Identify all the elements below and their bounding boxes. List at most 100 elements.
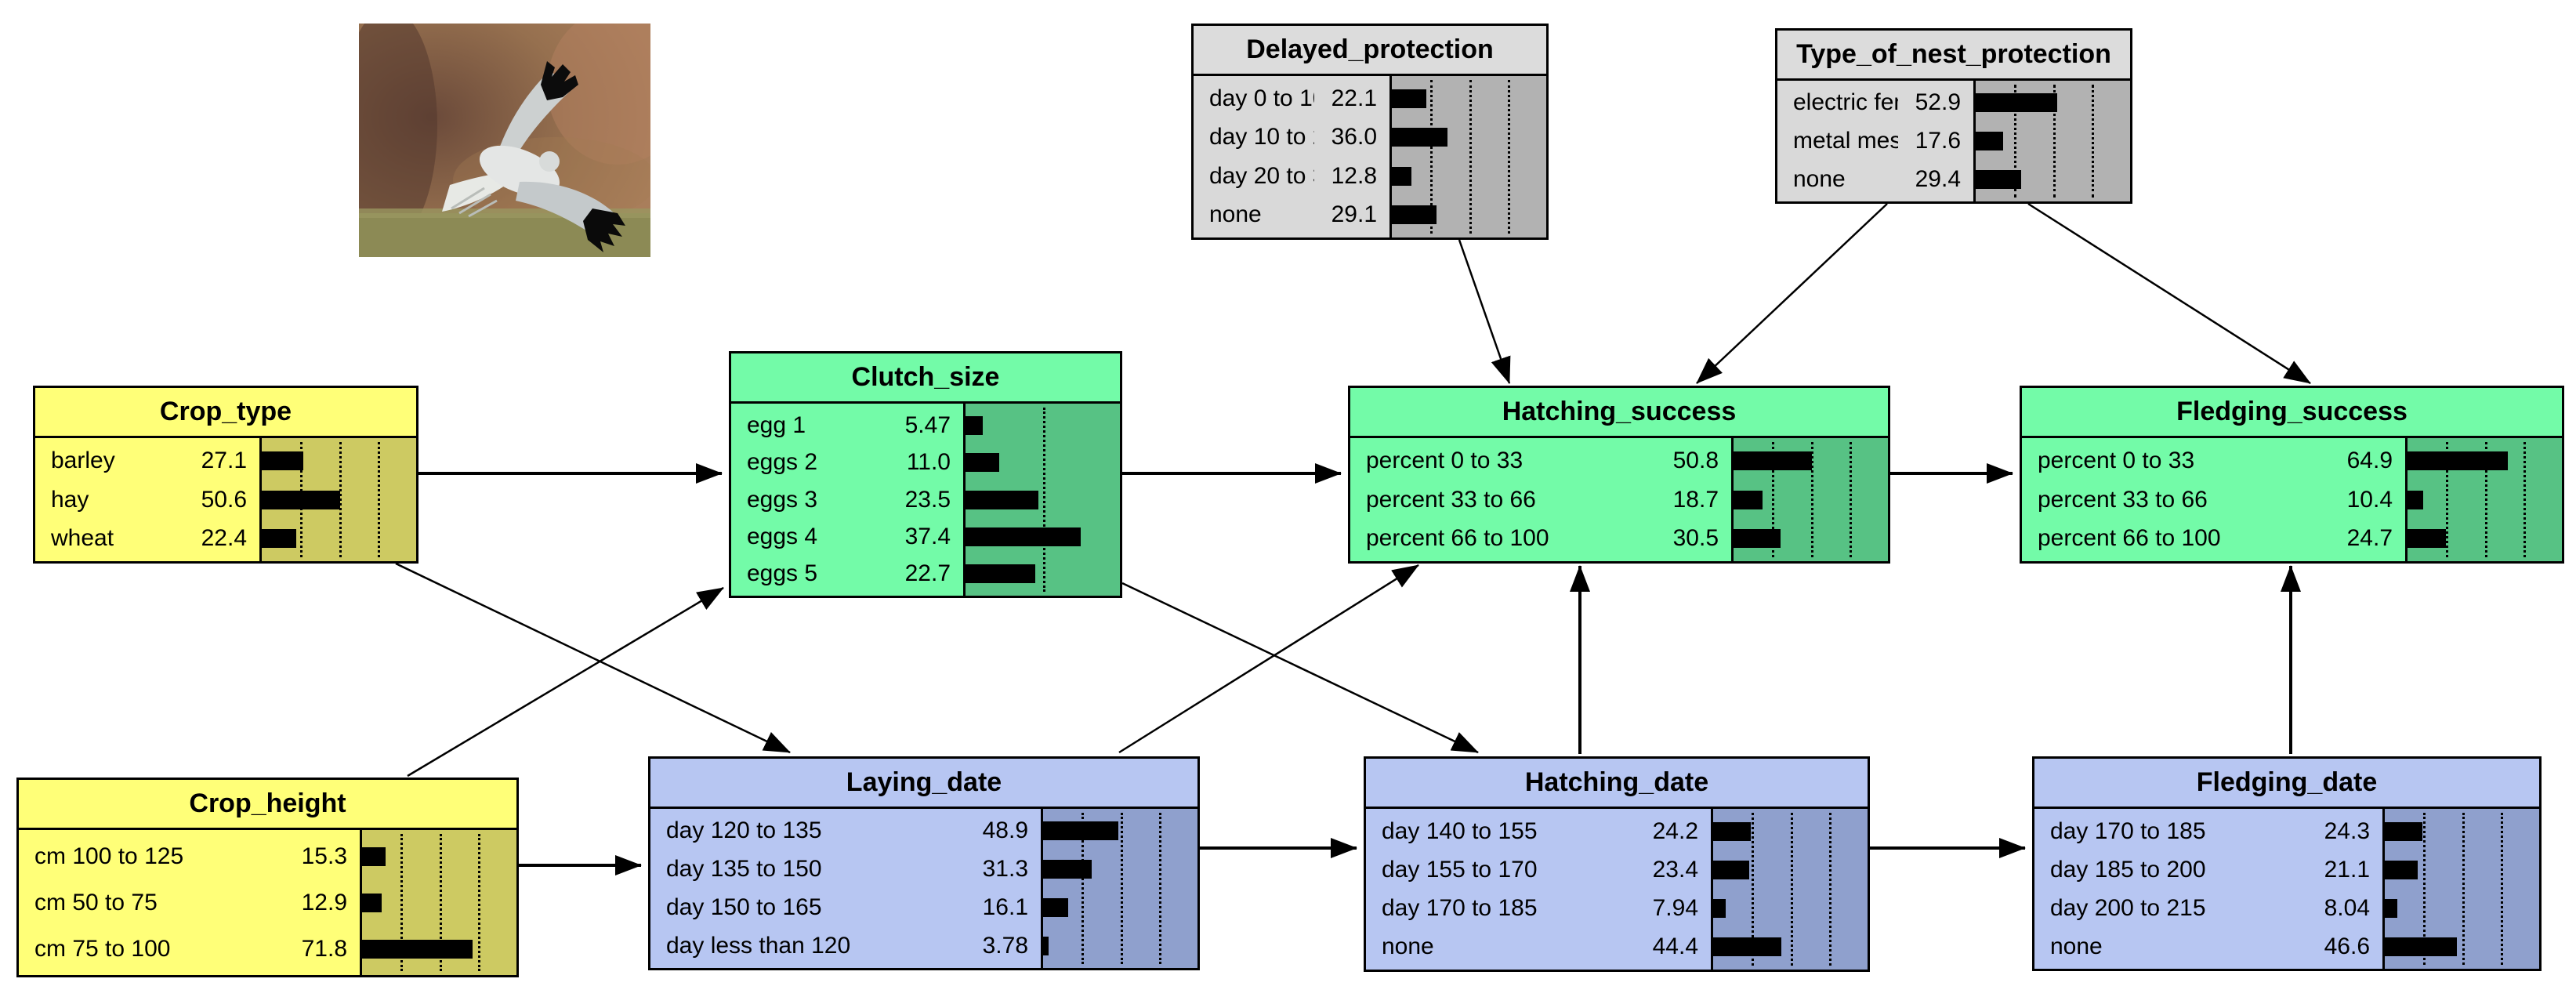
probability-bar[interactable]	[966, 453, 1000, 473]
probability-bar[interactable]	[2408, 529, 2446, 549]
state-value: 50.8	[1672, 447, 1719, 473]
probability-bar[interactable]	[2385, 860, 2418, 879]
probability-bar[interactable]	[1392, 205, 1437, 225]
state-row-delayed_protection[interactable]: day 10 to 2036.0	[1194, 118, 1389, 158]
state-label: day less than 120	[666, 932, 851, 959]
probability-bar[interactable]	[1392, 128, 1447, 147]
probability-bar[interactable]	[2385, 821, 2422, 841]
probability-bar[interactable]	[1734, 451, 1813, 470]
probability-bar[interactable]	[1043, 821, 1119, 841]
probability-bar[interactable]	[2408, 451, 2508, 470]
edge-type_of_nest_protection-to-fledging_success[interactable]	[2027, 202, 2311, 385]
edge-clutch_size-to-hatching_date[interactable]	[1121, 582, 1479, 754]
belief-bar-area	[1711, 809, 1868, 970]
probability-bar[interactable]	[1976, 132, 2003, 150]
probability-bar[interactable]	[966, 415, 983, 435]
probability-bar[interactable]	[362, 846, 386, 866]
probability-bar[interactable]	[362, 893, 382, 912]
edge-crop_height-to-clutch_size[interactable]	[407, 586, 724, 778]
probability-bar[interactable]	[1713, 899, 1726, 919]
probability-bar[interactable]	[1713, 821, 1751, 841]
bar-row	[1734, 519, 1888, 558]
probability-bar[interactable]	[1392, 166, 1412, 186]
state-row-delayed_protection[interactable]: day 20 to 3012.8	[1194, 157, 1389, 196]
probability-bar[interactable]	[1392, 89, 1426, 108]
probability-bar[interactable]	[1976, 169, 2021, 189]
probability-bar[interactable]	[966, 527, 1081, 546]
probability-bar[interactable]	[2385, 898, 2397, 918]
probability-bar[interactable]	[2385, 937, 2457, 956]
probability-bar[interactable]	[262, 529, 297, 549]
probability-bar[interactable]	[262, 451, 304, 470]
probability-bar[interactable]	[1734, 529, 1781, 549]
probability-bar[interactable]	[1043, 936, 1049, 955]
probability-bar[interactable]	[966, 490, 1038, 509]
state-label: day 140 to 155	[1382, 817, 1538, 844]
probability-bar[interactable]	[1043, 897, 1068, 917]
probability-bar[interactable]	[262, 490, 340, 509]
probability-bar[interactable]	[362, 939, 473, 959]
probability-bar[interactable]	[1043, 860, 1092, 879]
state-row-type_of_nest_protection[interactable]: metal mesh17.6	[1777, 122, 1973, 161]
edge-laying_date-to-hatching_success[interactable]	[1118, 564, 1419, 754]
probability-bar[interactable]	[966, 564, 1036, 584]
probability-bar[interactable]	[1976, 93, 2058, 113]
node-title: Crop_height	[19, 780, 516, 830]
edge-type_of_nest_protection-to-hatching_success[interactable]	[1696, 203, 1888, 384]
probability-bar[interactable]	[1734, 490, 1763, 509]
state-row-type_of_nest_protection[interactable]: electric fence52.9	[1777, 84, 1973, 122]
probability-bar[interactable]	[1713, 937, 1782, 957]
state-value: 22.7	[904, 560, 951, 587]
probability-bar[interactable]	[2408, 490, 2424, 509]
belief-bar-area	[2405, 438, 2562, 561]
probability-bar[interactable]	[1713, 860, 1750, 879]
edge-delayed_protection-to-hatching_success[interactable]	[1458, 239, 1511, 384]
